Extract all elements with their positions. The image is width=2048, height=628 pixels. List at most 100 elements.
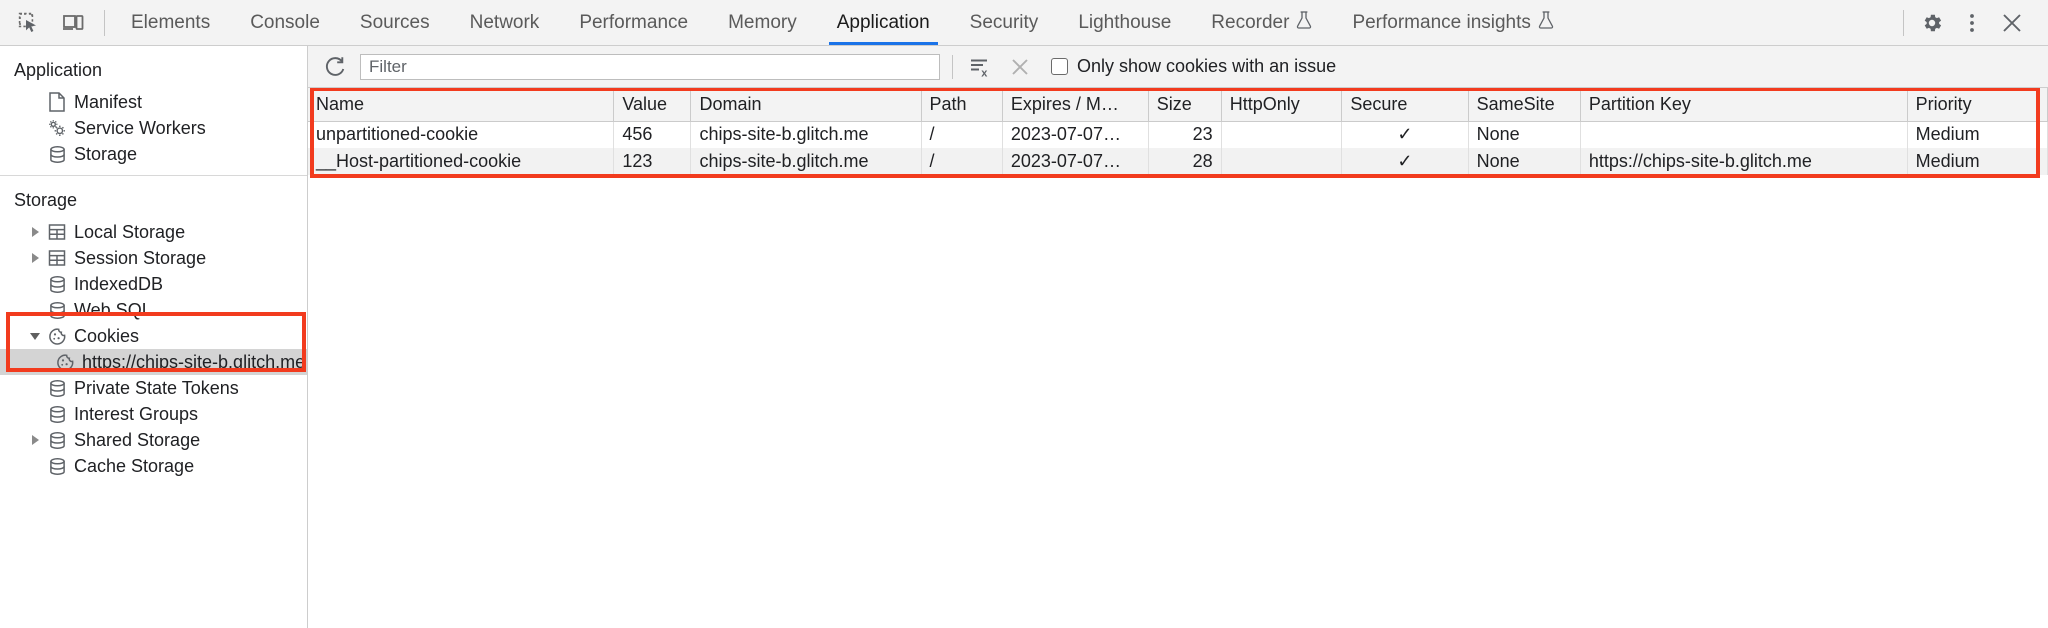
filter-input[interactable]	[360, 53, 940, 80]
more-options-icon[interactable]	[1954, 5, 1990, 41]
checkbox-box[interactable]	[1051, 58, 1068, 75]
sidebar-item-label: Cache Storage	[74, 455, 195, 476]
delete-selected-cookie-icon[interactable]	[1005, 52, 1035, 82]
gears-icon	[44, 118, 70, 138]
tab-memory[interactable]: Memory	[708, 0, 817, 45]
database-icon	[44, 301, 70, 320]
sidebar-item-private-state-tokens[interactable]: Private State Tokens	[0, 375, 307, 401]
device-toolbar-icon[interactable]	[58, 8, 88, 38]
sidebar-item-session-storage[interactable]: Session Storage	[0, 245, 307, 271]
sidebar-item-storage[interactable]: Storage	[0, 141, 307, 167]
sidebar-item-label: Shared Storage	[74, 429, 201, 450]
sidebar-item-label: Storage	[74, 143, 138, 164]
column-header-size[interactable]: Size	[1148, 88, 1222, 122]
column-header-path[interactable]: Path	[921, 88, 1003, 122]
close-devtools-icon[interactable]	[1994, 5, 2030, 41]
sidebar-item-indexeddb[interactable]: IndexedDB	[0, 271, 307, 297]
panel-tabs: Elements Console Sources Network Perform…	[111, 0, 1574, 45]
sidebar-section-title: Storage	[14, 190, 78, 210]
chevron-right-icon[interactable]	[26, 253, 44, 263]
tab-security[interactable]: Security	[950, 0, 1059, 45]
sidebar-item-label: Session Storage	[74, 247, 207, 268]
tab-bar-right-buttons	[1897, 0, 2048, 45]
application-sidebar: Application Manifest	[0, 46, 308, 628]
cell-path: /	[921, 148, 1003, 175]
cookies-filter-toolbar: x Only show cookies with an issue	[308, 46, 2048, 88]
sidebar-item-label: Service Workers	[74, 117, 206, 138]
tab-label: Network	[469, 11, 540, 33]
cell-httponly	[1221, 121, 1343, 148]
sidebar-item-label: Local Storage	[74, 221, 186, 242]
cell-secure: ✓	[1341, 121, 1469, 148]
cookie-icon	[52, 353, 78, 372]
column-header-priority[interactable]: Priority	[1907, 88, 2048, 122]
tab-label: Elements	[131, 11, 211, 33]
tab-elements[interactable]: Elements	[111, 0, 230, 45]
cell-priority: Medium	[1907, 121, 2048, 148]
sidebar-item-label: Web SQL	[74, 299, 152, 320]
database-icon	[44, 457, 70, 476]
table-row[interactable]: __Host-partitioned-cookie 123 chips-site…	[308, 148, 2048, 175]
table-icon	[44, 249, 70, 267]
table-header-row: Name Value Domain Path Expires / M… Size…	[308, 88, 2048, 122]
column-header-value[interactable]: Value	[613, 88, 692, 122]
tab-application[interactable]: Application	[817, 0, 950, 45]
table-row[interactable]: unpartitioned-cookie 456 chips-site-b.gl…	[308, 121, 2048, 148]
cell-value: 456	[613, 121, 692, 148]
column-header-name[interactable]: Name	[308, 88, 615, 122]
sidebar-item-manifest[interactable]: Manifest	[0, 89, 307, 115]
database-icon	[44, 379, 70, 398]
tab-recorder[interactable]: Recorder	[1191, 0, 1332, 45]
tab-sources[interactable]: Sources	[340, 0, 450, 45]
cell-partition-key	[1580, 121, 1908, 148]
sidebar-item-label: https://chips-site-b.glitch.me	[82, 351, 306, 372]
refresh-icon[interactable]	[320, 52, 350, 82]
tab-label: Performance	[579, 11, 689, 33]
experiment-flask-icon	[1296, 10, 1312, 35]
column-header-secure[interactable]: Secure	[1341, 88, 1469, 122]
column-header-samesite[interactable]: SameSite	[1468, 88, 1581, 122]
document-icon	[44, 92, 70, 112]
column-header-expires[interactable]: Expires / M…	[1002, 88, 1149, 122]
column-header-httponly[interactable]: HttpOnly	[1221, 88, 1343, 122]
tab-bar-left-icons	[0, 0, 98, 45]
column-header-partition-key[interactable]: Partition Key	[1580, 88, 1908, 122]
tab-network[interactable]: Network	[450, 0, 560, 45]
table-icon	[44, 223, 70, 241]
sidebar-item-cookies[interactable]: Cookies	[0, 323, 307, 349]
sidebar-item-label: Private State Tokens	[74, 377, 239, 398]
chevron-right-icon[interactable]	[26, 227, 44, 237]
sidebar-item-web-sql[interactable]: Web SQL	[0, 297, 307, 323]
cookie-icon	[44, 327, 70, 346]
chevron-down-icon[interactable]	[26, 332, 44, 340]
sidebar-item-cookie-origin[interactable]: https://chips-site-b.glitch.me	[0, 349, 307, 375]
inspect-element-icon[interactable]	[14, 8, 44, 38]
settings-gear-icon[interactable]	[1914, 5, 1950, 41]
chevron-right-icon[interactable]	[26, 435, 44, 445]
tab-label: Sources	[359, 11, 430, 33]
sidebar-item-local-storage[interactable]: Local Storage	[0, 219, 307, 245]
database-icon	[44, 145, 70, 164]
cookies-table-wrapper: Name Value Domain Path Expires / M… Size…	[308, 88, 2048, 628]
sidebar-item-cache-storage[interactable]: Cache Storage	[0, 453, 307, 479]
tab-performance[interactable]: Performance	[559, 0, 708, 45]
cell-size: 23	[1148, 121, 1222, 148]
only-show-cookies-with-issue-checkbox[interactable]: Only show cookies with an issue	[1051, 56, 1336, 77]
cell-partition-key: https://chips-site-b.glitch.me	[1580, 148, 1908, 175]
tab-lighthouse[interactable]: Lighthouse	[1058, 0, 1191, 45]
sidebar-item-shared-storage[interactable]: Shared Storage	[0, 427, 307, 453]
sidebar-item-label: Interest Groups	[74, 403, 199, 424]
cell-name: __Host-partitioned-cookie	[308, 148, 615, 175]
cell-httponly	[1221, 148, 1343, 175]
tab-performance-insights[interactable]: Performance insights	[1332, 0, 1573, 45]
sidebar-item-service-workers[interactable]: Service Workers	[0, 115, 307, 141]
clear-filtered-cookies-icon[interactable]: x	[965, 52, 995, 82]
svg-text:x: x	[981, 67, 988, 79]
tab-console[interactable]: Console	[230, 0, 340, 45]
right-buttons-divider	[1903, 9, 1904, 36]
cookies-table: Name Value Domain Path Expires / M… Size…	[308, 88, 2048, 175]
column-header-domain[interactable]: Domain	[690, 88, 922, 122]
cell-expires: 2023-07-07…	[1002, 148, 1149, 175]
tab-label: Memory	[728, 11, 797, 33]
sidebar-item-interest-groups[interactable]: Interest Groups	[0, 401, 307, 427]
